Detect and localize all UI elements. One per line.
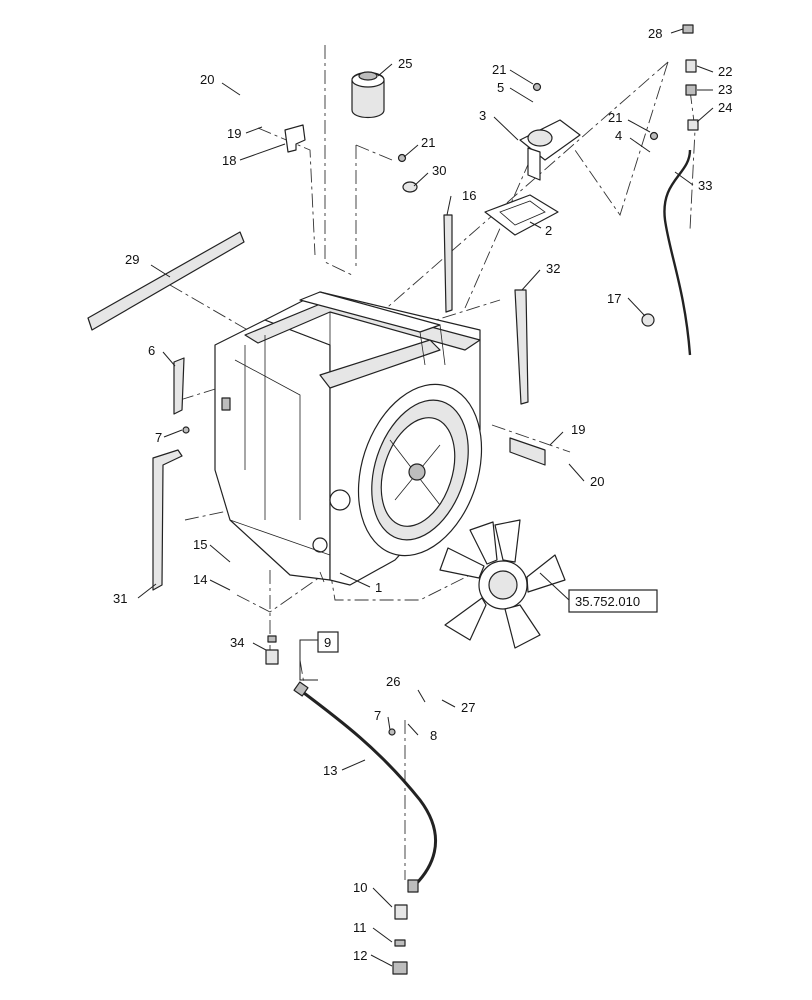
callout-7-upper: 7 bbox=[155, 430, 162, 445]
callout-32: 32 bbox=[546, 261, 560, 276]
bolt-21-center bbox=[532, 82, 542, 92]
callout-11: 11 bbox=[353, 920, 367, 935]
callout-29: 29 bbox=[125, 252, 139, 267]
callout-21-center: 21 bbox=[492, 62, 506, 77]
seal-strip-right-upper bbox=[443, 214, 453, 313]
callout-22: 22 bbox=[718, 64, 732, 79]
callout-13: 13 bbox=[323, 763, 337, 778]
bolt-21-left bbox=[397, 153, 407, 163]
filler-neck-assembly bbox=[519, 119, 581, 181]
callout-7-lower: 7 bbox=[374, 708, 381, 723]
bolt-21-right bbox=[649, 131, 659, 141]
hose-end-upper bbox=[293, 681, 309, 697]
callout-16: 16 bbox=[462, 188, 476, 203]
callout-1: 1 bbox=[375, 580, 382, 595]
drain-valve bbox=[265, 649, 279, 665]
hose-clamp bbox=[641, 313, 655, 327]
elbow-fitting bbox=[394, 904, 408, 920]
callout-4: 4 bbox=[615, 128, 622, 143]
gasket-plate bbox=[484, 194, 559, 236]
fan-reference-box[interactable]: 35.752.010 bbox=[568, 589, 658, 613]
callout-24: 24 bbox=[718, 100, 732, 115]
callout-31: 31 bbox=[113, 591, 127, 606]
callout-21-left: 21 bbox=[421, 135, 435, 150]
callout-5: 5 bbox=[497, 80, 504, 95]
rubber-cap bbox=[402, 181, 418, 193]
seal-left-long bbox=[152, 449, 183, 591]
screen-mesh bbox=[509, 437, 546, 466]
callout-20-upper: 20 bbox=[200, 72, 214, 87]
callout-8: 8 bbox=[430, 728, 437, 743]
washer-7-lower bbox=[388, 728, 396, 736]
callout-9: 9 bbox=[324, 635, 331, 650]
callout-33: 33 bbox=[698, 178, 712, 193]
washer-7-upper bbox=[182, 426, 190, 434]
callout-21-right: 21 bbox=[608, 110, 622, 125]
callout-labels: 1 2 3 4 5 6 7 7 8 9 10 11 12 13 14 15 16… bbox=[113, 26, 732, 963]
callout-15: 15 bbox=[193, 537, 207, 552]
callout-19-upper: 19 bbox=[227, 126, 241, 141]
hose-end-lower bbox=[407, 879, 419, 893]
clip-bracket bbox=[284, 124, 306, 153]
callout-20-right: 20 bbox=[590, 474, 604, 489]
washer bbox=[394, 939, 406, 947]
callout-14: 14 bbox=[193, 572, 207, 587]
callout-26: 26 bbox=[386, 674, 400, 689]
callout-28: 28 bbox=[648, 26, 662, 41]
drain-cap bbox=[392, 961, 408, 975]
callout-30: 30 bbox=[432, 163, 446, 178]
leader-lines bbox=[137, 28, 714, 967]
overflow-hose bbox=[663, 149, 692, 356]
callout-34: 34 bbox=[230, 635, 244, 650]
radiator-frame-assembly bbox=[214, 291, 483, 586]
callout-23: 23 bbox=[718, 82, 732, 97]
fan-reference-label: 35.752.010 bbox=[575, 594, 640, 609]
callout-19-right: 19 bbox=[571, 422, 585, 437]
callout-9-box bbox=[317, 631, 339, 653]
callout-27: 27 bbox=[461, 700, 475, 715]
callout-12: 12 bbox=[353, 948, 367, 963]
callout-25: 25 bbox=[398, 56, 412, 71]
callout-17: 17 bbox=[607, 291, 621, 306]
callout-3: 3 bbox=[479, 108, 486, 123]
drain-hose bbox=[299, 688, 438, 887]
fitting-stack bbox=[682, 24, 699, 131]
seal-left-short bbox=[173, 357, 185, 415]
callout-2: 2 bbox=[545, 223, 552, 238]
seal-strip-right-lower bbox=[514, 289, 529, 405]
drain-fitting bbox=[267, 635, 277, 643]
callout-10: 10 bbox=[353, 880, 367, 895]
foam-strip bbox=[87, 231, 245, 331]
callout-6: 6 bbox=[148, 343, 155, 358]
callout-18: 18 bbox=[222, 153, 236, 168]
cooling-fan bbox=[439, 519, 566, 649]
filter-canister bbox=[351, 71, 385, 119]
